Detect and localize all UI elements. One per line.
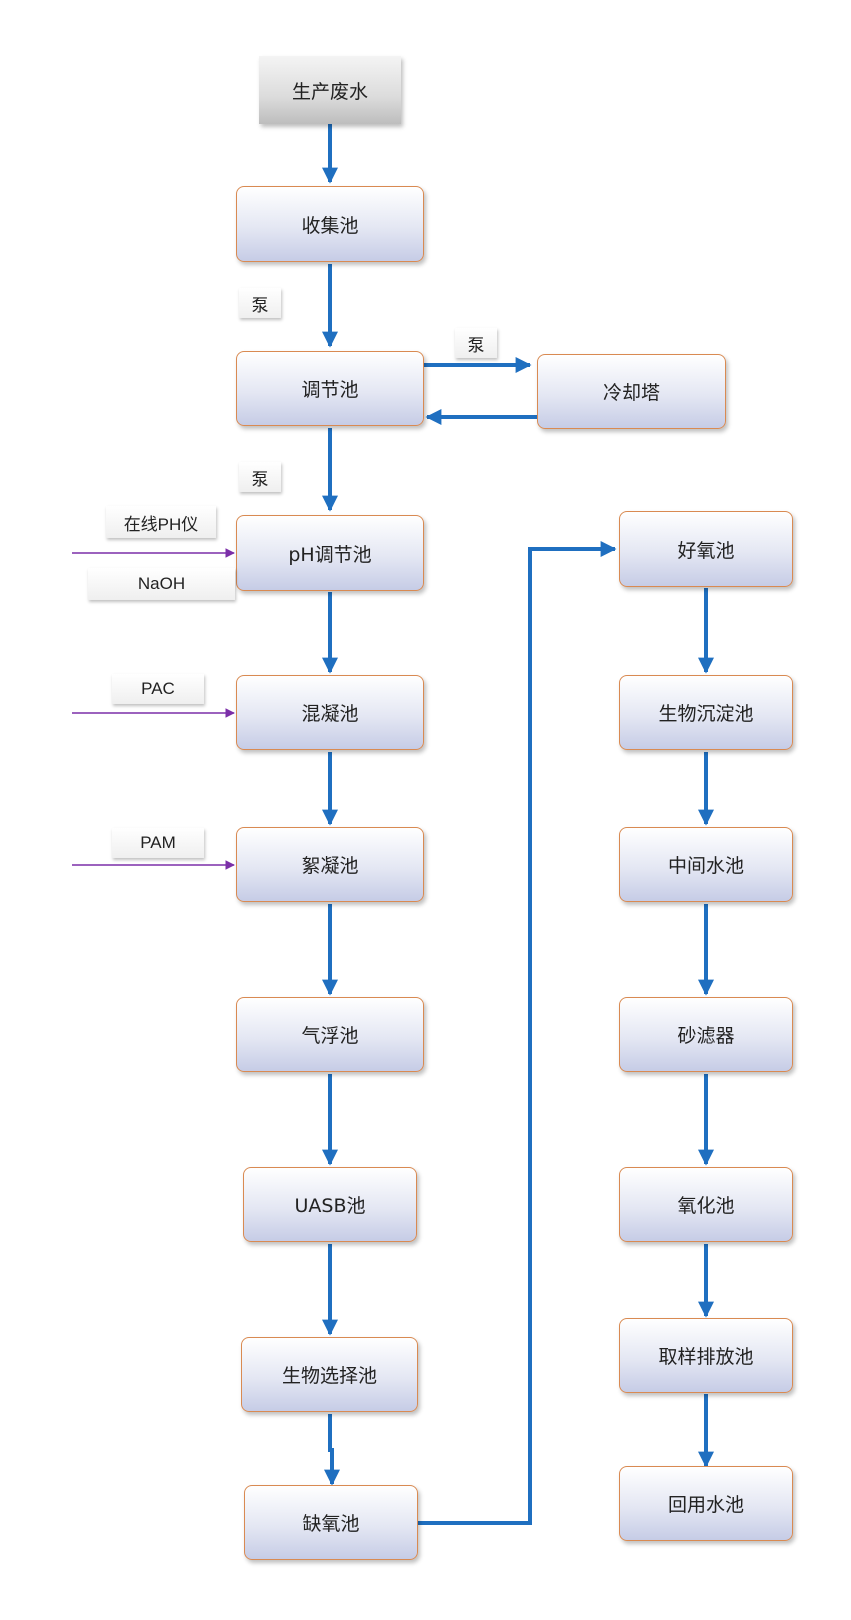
- wastewater-source-box: 生产废水: [259, 56, 401, 124]
- pump-label-3: 泵: [239, 462, 281, 492]
- pump-label-2-text: 泵: [467, 335, 485, 355]
- pac-label: PAC: [112, 674, 204, 704]
- arrow-selector-to-anoxic: [324, 1414, 340, 1486]
- pam-label: PAM: [112, 828, 204, 858]
- aerobic-tank: 好氧池: [619, 511, 793, 587]
- pac-text: PAC: [141, 679, 175, 698]
- flotation-tank-label: 气浮池: [301, 1025, 359, 1047]
- cooling-tower: 冷却塔: [537, 354, 726, 429]
- flotation-tank: 气浮池: [236, 997, 424, 1072]
- collection-tank: 收集池: [236, 186, 424, 262]
- flocculation-tank-label: 絮凝池: [301, 855, 359, 877]
- pump-label-3-text: 泵: [251, 469, 269, 489]
- sampling-discharge-tank: 取样排放池: [619, 1318, 793, 1393]
- uasb-tank-label: UASB池: [294, 1195, 366, 1217]
- reuse-water-tank-label: 回用水池: [667, 1494, 744, 1516]
- coagulation-tank-label: 混凝池: [301, 703, 359, 725]
- aerobic-tank-label: 好氧池: [677, 539, 735, 562]
- pump-label-2: 泵: [455, 328, 497, 358]
- coagulation-tank: 混凝池: [236, 675, 424, 750]
- equalization-tank-label: 调节池: [301, 379, 359, 401]
- pam-text: PAM: [140, 833, 176, 852]
- naoh-label: NaOH: [88, 568, 235, 600]
- pump-label-1: 泵: [239, 288, 281, 318]
- bio-selector-tank: 生物选择池: [241, 1337, 418, 1412]
- intermediate-water-tank-label: 中间水池: [667, 855, 744, 877]
- bio-sedimentation-tank: 生物沉淀池: [619, 675, 793, 750]
- intermediate-water-tank: 中间水池: [619, 827, 793, 902]
- reuse-water-tank: 回用水池: [619, 1466, 793, 1541]
- naoh-text: NaOH: [137, 574, 186, 593]
- sand-filter: 砂滤器: [619, 997, 793, 1072]
- equalization-tank: 调节池: [236, 351, 424, 426]
- ph-adjust-tank-label: pH调节池: [288, 543, 372, 566]
- anoxic-tank-label: 缺氧池: [302, 1513, 360, 1535]
- pump-label-1-text: 泵: [251, 295, 269, 315]
- uasb-tank: UASB池: [243, 1167, 417, 1242]
- collection-tank-label: 收集池: [301, 214, 359, 237]
- online-ph-meter-text: 在线PH仪: [123, 514, 199, 534]
- flocculation-tank: 絮凝池: [236, 827, 424, 902]
- oxidation-tank-label: 氧化池: [677, 1195, 735, 1217]
- anoxic-tank: 缺氧池: [244, 1485, 418, 1560]
- oxidation-tank: 氧化池: [619, 1167, 793, 1242]
- sand-filter-label: 砂滤器: [677, 1025, 735, 1047]
- wastewater-label: 生产废水: [291, 80, 368, 103]
- bio-selector-tank-label: 生物选择池: [281, 1365, 377, 1387]
- cooling-tower-label: 冷却塔: [602, 382, 660, 404]
- online-ph-meter-label: 在线PH仪: [106, 506, 216, 538]
- ph-adjust-tank: pH调节池: [236, 515, 424, 591]
- bio-sedimentation-tank-label: 生物沉淀池: [658, 703, 754, 725]
- sampling-discharge-tank-label: 取样排放池: [658, 1346, 754, 1368]
- arrow-anoxic-to-aerobic: [418, 541, 617, 1525]
